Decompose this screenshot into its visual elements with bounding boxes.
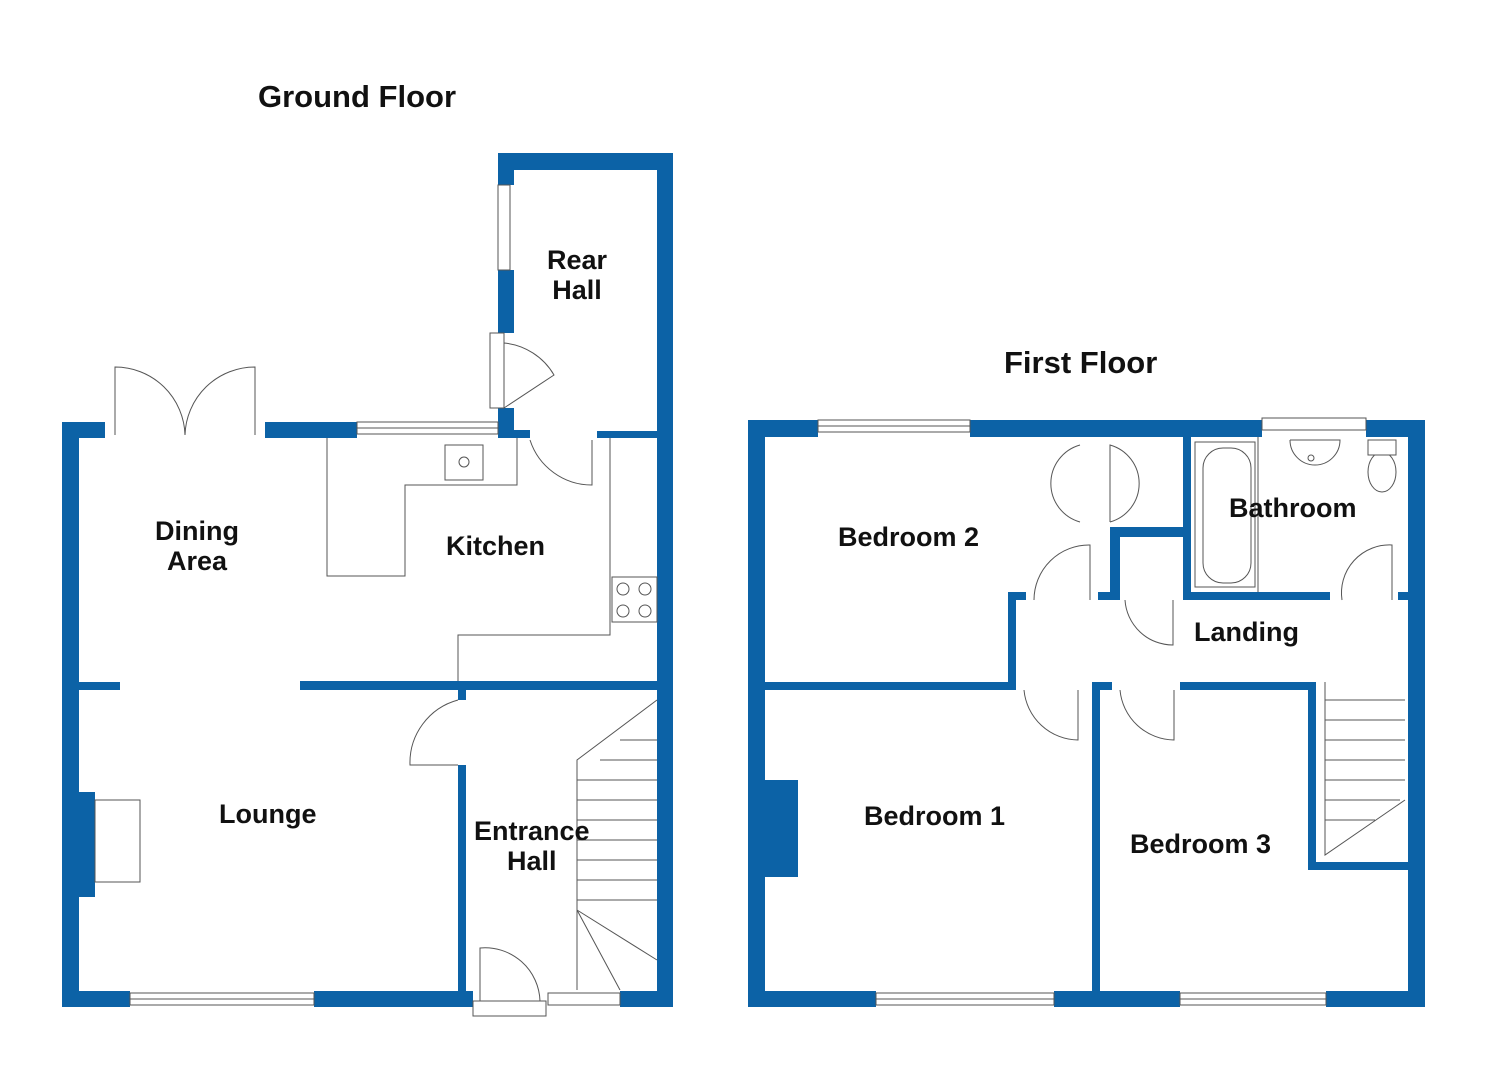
entrance-line1: Entrance [474, 816, 590, 846]
room-label-lounge: Lounge [219, 799, 317, 829]
ground-floor-walls [62, 153, 673, 1007]
ground-floor-fixtures [94, 184, 658, 1017]
entrance-line2: Hall [507, 846, 557, 876]
room-label-bedroom-2: Bedroom 2 [838, 522, 980, 552]
rear-hall-line1: Rear [547, 245, 608, 275]
first-floor-fixtures [817, 417, 1406, 1006]
first-floor-title: First Floor [1004, 345, 1158, 380]
room-label-bathroom: Bathroom [1229, 493, 1357, 523]
dining-line1: Dining [155, 516, 239, 546]
room-label-landing: Landing [1194, 617, 1299, 647]
room-label-kitchen: Kitchen [446, 531, 546, 561]
first-floor-stairs [1325, 699, 1405, 821]
rear-hall-line2: Hall [552, 275, 602, 305]
room-label-bedroom-3: Bedroom 3 [1130, 829, 1272, 859]
dining-line2: Area [166, 546, 228, 576]
first-floor-walls [748, 420, 1425, 1007]
room-label-bedroom-1: Bedroom 1 [864, 801, 1006, 831]
ground-floor-title: Ground Floor [258, 79, 457, 114]
stairs [576, 739, 658, 991]
